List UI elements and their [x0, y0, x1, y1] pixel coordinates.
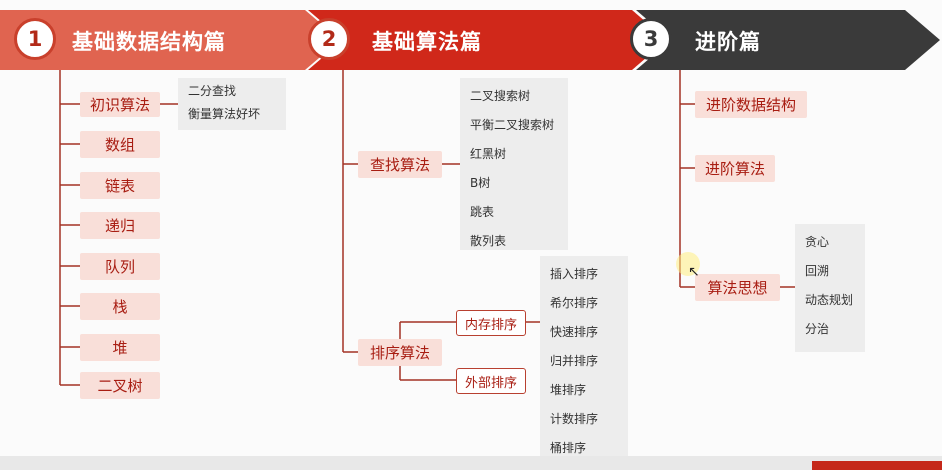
- node-array: 数组: [80, 131, 160, 158]
- sort-box: 插入排序 希尔排序 快速排序 归并排序 堆排序 计数排序 桶排序: [540, 256, 628, 466]
- node-internal-sort: 内存排序: [456, 310, 526, 336]
- idea-item: 贪心: [805, 235, 830, 249]
- node-advanced-algorithms: 进阶算法: [695, 155, 775, 182]
- search-item: 平衡二叉搜索树: [470, 118, 555, 132]
- node-linked-list: 链表: [80, 172, 160, 199]
- search-item: B树: [470, 176, 491, 190]
- node-recursion: 递归: [80, 212, 160, 239]
- node-advanced-data-structures: 进阶数据结构: [695, 91, 807, 118]
- search-item: 二叉搜索树: [470, 89, 531, 103]
- intro-item: 二分查找: [188, 84, 237, 98]
- search-box: 二叉搜索树 平衡二叉搜索树 红黑树 B树 跳表 散列表: [460, 78, 568, 250]
- intro-item: 衡量算法好坏: [188, 107, 261, 121]
- search-item: 跳表: [470, 205, 495, 219]
- search-item: 红黑树: [470, 147, 507, 161]
- sort-item: 归并排序: [550, 354, 599, 368]
- search-item: 散列表: [470, 234, 507, 248]
- section-3-title: 进阶篇: [695, 30, 761, 54]
- idea-item: 回溯: [805, 264, 830, 278]
- bottom-banner: [812, 461, 942, 470]
- sort-item: 希尔排序: [550, 296, 599, 310]
- idea-item: 分治: [805, 322, 830, 336]
- node-external-sort: 外部排序: [456, 368, 526, 394]
- sort-item: 插入排序: [550, 267, 599, 281]
- section-1-title: 基础数据结构篇: [72, 30, 226, 54]
- node-binary-tree: 二叉树: [80, 372, 160, 399]
- sort-item: 桶排序: [550, 441, 587, 455]
- intro-box: 二分查找 衡量算法好坏: [178, 78, 286, 130]
- sort-item: 堆排序: [550, 383, 587, 397]
- section-3-arrow: [636, 10, 940, 70]
- cursor-highlight: [676, 252, 700, 276]
- section-1-number: 1: [14, 18, 56, 60]
- header-arrows: [0, 10, 940, 70]
- node-sort-algorithm: 排序算法: [358, 339, 442, 366]
- sort-item: 计数排序: [550, 412, 599, 426]
- sort-item: 快速排序: [550, 325, 599, 339]
- bottom-toolbar: [0, 456, 942, 470]
- node-search-algorithm: 查找算法: [358, 151, 442, 178]
- node-intro-algorithm: 初识算法: [80, 92, 160, 117]
- section-2-number: 2: [308, 18, 350, 60]
- section-2-title: 基础算法篇: [372, 30, 482, 54]
- node-queue: 队列: [80, 253, 160, 280]
- mouse-cursor-icon: ↖: [688, 264, 700, 280]
- node-heap: 堆: [80, 334, 160, 361]
- node-stack: 栈: [80, 293, 160, 320]
- idea-item: 动态规划: [805, 293, 854, 307]
- section-1-arrow: [0, 10, 340, 70]
- ideas-box: 贪心 回溯 动态规划 分治: [795, 224, 865, 352]
- section-3-number: 3: [630, 18, 672, 60]
- node-algorithm-ideas: 算法思想: [695, 274, 780, 301]
- section-2-arrow: [308, 10, 667, 70]
